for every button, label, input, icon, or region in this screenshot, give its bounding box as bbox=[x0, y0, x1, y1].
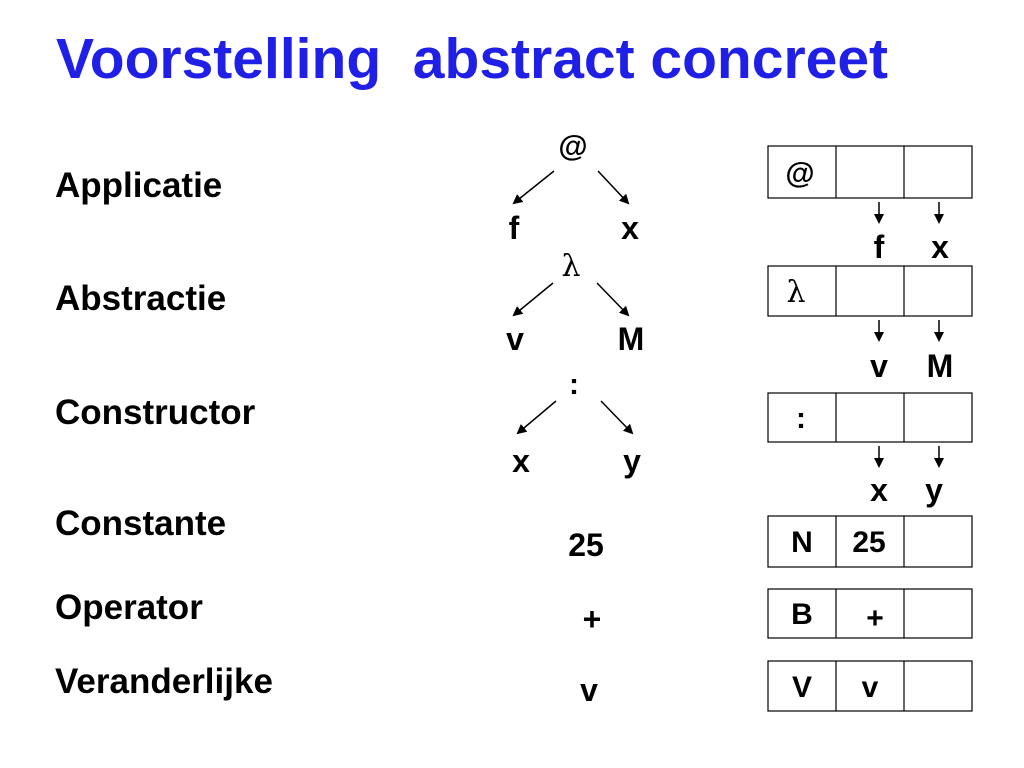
cell-field-1-veranderlijke: v bbox=[862, 671, 879, 704]
page-title: Voorstelling abstract concreet bbox=[56, 27, 889, 91]
cell-tag-veranderlijke: V bbox=[792, 671, 812, 704]
tree-leaf-left-applicatie: f bbox=[509, 210, 520, 246]
abstract-tree-applicatie: @ f x bbox=[509, 130, 639, 246]
pointer-target-1-constructor: x bbox=[870, 472, 888, 508]
row-label-constructor: Constructor bbox=[55, 393, 256, 432]
pointer-target-2-applicatie: x bbox=[931, 229, 949, 265]
pointer-target-2-abstractie: M bbox=[927, 348, 954, 384]
pointer-target-1-abstractie: v bbox=[870, 348, 888, 384]
cell-tag-operator: B bbox=[791, 598, 813, 631]
tree-edge-right-applicatie bbox=[597, 170, 630, 205]
concrete-cell-veranderlijke: V v bbox=[767, 660, 973, 712]
tree-edge-left-applicatie bbox=[512, 170, 555, 205]
row-label-operator: Operator bbox=[55, 588, 203, 627]
abstract-literal-veranderlijke: v bbox=[580, 672, 598, 708]
abstract-literal-constante: 25 bbox=[568, 527, 604, 563]
tree-edge-left-abstractie bbox=[512, 282, 554, 317]
abstract-tree-abstractie: λ v M bbox=[506, 249, 644, 357]
cell-field-1-constante: 25 bbox=[852, 526, 885, 559]
tree-root-abstractie: λ bbox=[561, 249, 580, 284]
tree-edge-right-abstractie bbox=[596, 282, 630, 317]
row-label-abstractie: Abstractie bbox=[55, 279, 227, 318]
tree-leaf-left-abstractie: v bbox=[506, 321, 524, 357]
tree-edge-right-constructor bbox=[600, 400, 634, 435]
tree-root-applicatie: @ bbox=[558, 130, 587, 163]
cell-tag-applicatie: @ bbox=[785, 157, 814, 190]
abstract-tree-constructor: : x y bbox=[512, 368, 641, 479]
concrete-cell-applicatie: @ f x bbox=[767, 145, 973, 265]
tree-leaf-right-applicatie: x bbox=[621, 210, 639, 246]
concrete-cell-constante: N 25 bbox=[767, 515, 973, 568]
row-label-constante: Constante bbox=[55, 504, 227, 543]
tree-leaf-right-abstractie: M bbox=[618, 321, 645, 357]
concrete-cell-abstractie: λ v M bbox=[767, 265, 973, 384]
tree-leaf-left-constructor: x bbox=[512, 443, 530, 479]
tree-edge-left-constructor bbox=[516, 400, 557, 435]
row-label-veranderlijke: Veranderlijke bbox=[55, 662, 273, 701]
tree-leaf-right-constructor: y bbox=[623, 443, 641, 479]
concrete-cell-constructor: : x y bbox=[767, 392, 973, 508]
row-label-applicatie: Applicatie bbox=[55, 166, 223, 205]
concrete-cell-operator: B + bbox=[767, 588, 973, 639]
cell-tag-constructor: : bbox=[796, 402, 806, 435]
cell-field-1-operator: + bbox=[866, 602, 884, 635]
cell-tag-abstractie: λ bbox=[786, 275, 805, 310]
tree-root-constructor: : bbox=[569, 368, 579, 401]
pointer-target-1-applicatie: f bbox=[874, 229, 885, 265]
cell-tag-constante: N bbox=[791, 526, 813, 559]
abstract-literal-operator: + bbox=[583, 601, 602, 637]
pointer-target-2-constructor: y bbox=[925, 472, 943, 508]
